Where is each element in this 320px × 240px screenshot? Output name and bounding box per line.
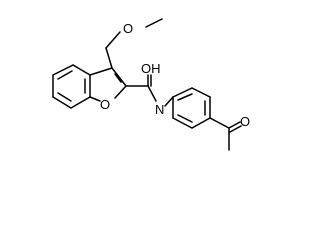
molecule-structure: O OH O N O: [52, 18, 250, 151]
bond: [172, 117, 193, 129]
bond: [111, 67, 127, 87]
bond: [52, 64, 74, 76]
bond: [114, 73, 122, 83]
bonds: [52, 18, 242, 151]
bond: [89, 96, 101, 102]
ketone-oxygen-label: O: [240, 114, 250, 129]
bond: [147, 85, 157, 102]
bond: [177, 93, 193, 101]
bond: [57, 92, 72, 102]
bond: [177, 114, 193, 123]
bond: [114, 85, 127, 99]
bond: [191, 87, 211, 98]
bond: [105, 31, 121, 49]
bond: [70, 96, 91, 109]
bond: [172, 87, 193, 98]
bond: [145, 18, 163, 28]
bond: [191, 117, 211, 129]
amide-nitrogen-label: N: [155, 102, 164, 117]
bond: [72, 64, 91, 76]
furan-oxygen-label: O: [100, 97, 110, 112]
bond: [209, 117, 230, 129]
bond: [164, 96, 174, 107]
amide-hydroxyl-label: OH: [141, 61, 161, 76]
bond: [52, 96, 72, 109]
bond: [229, 125, 242, 133]
bond: [105, 47, 113, 69]
methoxy-oxygen-label: O: [123, 21, 133, 36]
bond: [89, 67, 113, 76]
bond: [228, 121, 241, 129]
bond: [57, 70, 73, 80]
